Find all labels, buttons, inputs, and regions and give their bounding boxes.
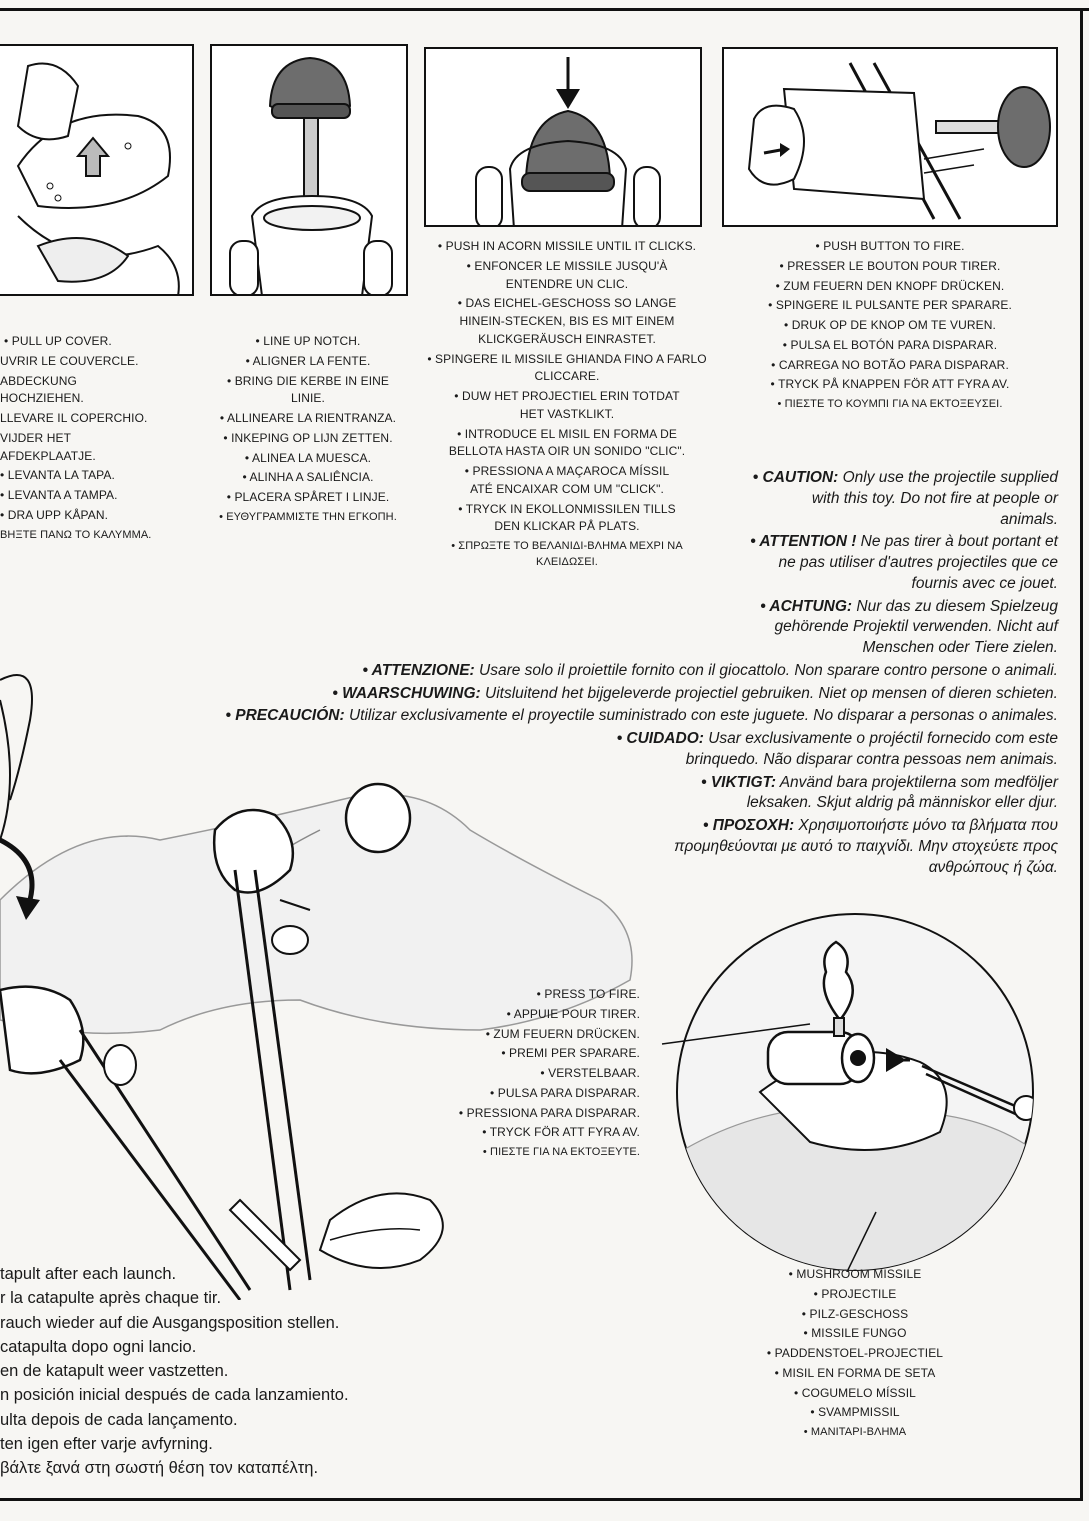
reset-line: n posición inicial después de cada lanza…: [0, 1383, 349, 1407]
press-line: • PRESSIONA PARA DISPARAR.: [440, 1105, 640, 1123]
warning-label: • CUIDADO:: [617, 730, 704, 747]
warning-en: • CAUTION: Only use the projectile suppl…: [750, 468, 1058, 530]
step4-line: • SPINGERE IL PULSANTE PER SPARARE.: [752, 297, 1028, 315]
step2-line: • ALLINEARE LA RIENTRANZA.: [208, 410, 408, 428]
step1-line: UVRIR LE COUVERCLE.: [0, 353, 162, 371]
step3-line: • DAS EICHEL-GESCHOSS SO LANGE HINEIN-ST…: [422, 295, 712, 348]
warning-el: • ΠΡΟΣΟΧΗ: Χρησιμοποιήστε μόνο τα βλήματ…: [600, 816, 1058, 878]
page-border-right: [1080, 8, 1083, 1501]
warning-label: • PRECAUCIÓN:: [226, 707, 345, 724]
page-border-top: [0, 8, 1089, 11]
mushroom-line: • COGUMELO MÍSSIL: [730, 1385, 980, 1403]
step1-line: • LEVANTA A TAMPA.: [0, 487, 162, 505]
warning-text: Uitsluitend het bijgeleverde projectiel …: [481, 685, 1058, 702]
mushroom-line: • ΜΑΝΙΤΑΡΙ-ΒΛΗΜΑ: [730, 1424, 980, 1440]
press-line: • VERSTELBAAR.: [440, 1065, 640, 1083]
step3-line: • PUSH IN ACORN MISSILE UNTIL IT CLICKS.: [422, 238, 712, 256]
step1-instructions: • PULL UP COVER. UVRIR LE COUVERCLE. ABD…: [0, 333, 162, 545]
mushroom-line: • SVAMPMISSIL: [730, 1404, 980, 1422]
reset-line: en de katapult weer vastzetten.: [0, 1359, 349, 1383]
reset-catapult-instructions: tapult after each launch. r la catapulte…: [0, 1262, 349, 1480]
step1-line: LLEVARE IL COPERCHIO.: [0, 410, 162, 428]
mushroom-missile-names: • MUSHROOM MISSILE • PROJECTILE • PILZ-G…: [730, 1266, 980, 1442]
press-line: • APPUIE POUR TIRER.: [440, 1006, 640, 1024]
step3-line: • INTRODUCE EL MISIL EN FORMA DE BELLOTA…: [422, 426, 712, 462]
mushroom-line: • PILZ-GESCHOSS: [730, 1306, 980, 1324]
mushroom-line: • PROJECTILE: [730, 1286, 980, 1304]
reset-line: ten igen efter varje avfyrning.: [0, 1432, 349, 1456]
warning-text: Använd bara projektilerna som medföljer …: [747, 774, 1058, 812]
step3-line: • SPINGERE IL MISSILE GHIANDA FINO A FAR…: [422, 351, 712, 387]
reset-line: ulta depois de cada lançamento.: [0, 1408, 349, 1432]
step4-illustration: [722, 47, 1058, 227]
press-line: • PRESS TO FIRE.: [440, 986, 640, 1004]
warning-pt: • CUIDADO: Usar exclusivamente o projéct…: [590, 729, 1058, 771]
warning-label: • WAARSCHUWING:: [332, 685, 480, 702]
press-line: • ZUM FEUERN DRÜCKEN.: [440, 1026, 640, 1044]
step2-line: • BRING DIE KERBE IN EINE LINIE.: [208, 373, 408, 409]
step1-illustration: [0, 44, 194, 296]
step4-line: • ZUM FEUERN DEN KNOPF DRÜCKEN.: [752, 278, 1028, 296]
step2-line: • LINE UP NOTCH.: [208, 333, 408, 351]
warning-text: Only use the projectile supplied with th…: [812, 469, 1058, 528]
warning-label: • ATTENTION !: [750, 533, 856, 550]
warning-fr: • ATTENTION ! Ne pas tirer à bout portan…: [750, 532, 1058, 594]
reset-line: βάλτε ξανά στη σωστή θέση τον καταπέλτη.: [0, 1456, 349, 1480]
mushroom-line: • MISIL EN FORMA DE SETA: [730, 1365, 980, 1383]
press-line: • TRYCK FÖR ATT FYRA AV.: [440, 1124, 640, 1142]
reset-line: tapult after each launch.: [0, 1262, 349, 1286]
reset-line: r la catapulte après chaque tir.: [0, 1286, 349, 1310]
press-line: • PULSA PARA DISPARAR.: [440, 1085, 640, 1103]
step4-line: • DRUK OP DE KNOP OM TE VUREN.: [752, 317, 1028, 335]
warning-it: • ATTENZIONE: Usare solo il proiettile f…: [150, 661, 1058, 682]
step1-line: • PULL UP COVER.: [0, 333, 162, 351]
reset-line: catapulta dopo ogni lancio.: [0, 1335, 349, 1359]
step3-line: • ENFONCER LE MISSILE JUSQU'À ENTENDRE U…: [422, 258, 712, 294]
step1-line: VIJDER HET AFDEKPLAATJE.: [0, 430, 162, 466]
warning-label: • ATTENZIONE:: [363, 662, 475, 679]
step2-illustration: [210, 44, 408, 296]
warning-sv: • VIKTIGT: Använd bara projektilerna som…: [690, 773, 1058, 815]
step1-line: ABDECKUNG HOCHZIEHEN.: [0, 373, 162, 409]
page-border-bottom: [0, 1498, 1083, 1501]
warning-nl: • WAARSCHUWING: Uitsluitend het bijgelev…: [150, 684, 1058, 705]
warning-label: • CAUTION:: [753, 469, 839, 486]
step4-line: • ΠΙΕΣΤΕ ΤΟ ΚΟΥΜΠΙ ΓΙΑ ΝΑ ΕΚΤΟΞΕΥΣΕΙ.: [752, 396, 1028, 412]
warning-label: • VIKTIGT:: [701, 774, 776, 791]
safety-warnings: • CAUTION: Only use the projectile suppl…: [150, 468, 1058, 881]
step3-illustration: [424, 47, 702, 227]
step3-line: • DUW HET PROJECTIEL ERIN TOTDAT HET VAS…: [422, 388, 712, 424]
warning-es: • PRECAUCIÓN: Utilizar exclusivamente el…: [150, 706, 1058, 727]
step4-line: • CARREGA NO BOTÃO PARA DISPARAR.: [752, 357, 1028, 375]
step1-line: • LEVANTA LA TAPA.: [0, 467, 162, 485]
press-line: • PREMI PER SPARARE.: [440, 1045, 640, 1063]
step1-line: • DRA UPP KÅPAN.: [0, 507, 162, 525]
warning-label: • ACHTUNG:: [760, 598, 852, 615]
warning-de: • ACHTUNG: Nur das zu diesem Spielzeug g…: [750, 597, 1058, 659]
mushroom-line: • MISSILE FUNGO: [730, 1325, 980, 1343]
warning-text: Utilizar exclusivamente el proyectile su…: [345, 707, 1058, 724]
mushroom-line: • MUSHROOM MISSILE: [730, 1266, 980, 1284]
step4-instructions: • PUSH BUTTON TO FIRE. • PRESSER LE BOUT…: [752, 238, 1028, 414]
warning-text: Usare solo il proiettile fornito con il …: [475, 662, 1058, 679]
step4-line: • PULSA EL BOTÓN PARA DISPARAR.: [752, 337, 1028, 355]
press-to-fire-instructions: • PRESS TO FIRE. • APPUIE POUR TIRER. • …: [440, 986, 640, 1162]
warning-text: Usar exclusivamente o projéctil fornecid…: [686, 730, 1058, 768]
step2-line: • ALIGNER LA FENTE.: [208, 353, 408, 371]
step2-line: • ALINEA LA MUESCA.: [208, 450, 408, 468]
mushroom-missile-illustration: [640, 912, 1070, 1272]
press-line: • ΠΙΕΣΤΕ ΓΙΑ ΝΑ ΕΚΤΟΞΕΥΤΕ.: [440, 1144, 640, 1160]
mushroom-line: • PADDENSTOEL-PROJECTIEL: [730, 1345, 980, 1363]
step1-line: ΒΗΞΤΕ ΠΑΝΩ ΤΟ ΚΑΛΥΜΜΑ.: [0, 527, 162, 543]
step4-line: • PUSH BUTTON TO FIRE.: [752, 238, 1028, 256]
step4-line: • PRESSER LE BOUTON POUR TIRER.: [752, 258, 1028, 276]
reset-line: rauch wieder auf die Ausgangsposition st…: [0, 1311, 349, 1335]
step4-line: • TRYCK PÅ KNAPPEN FÖR ATT FYRA AV.: [752, 376, 1028, 394]
warning-label: • ΠΡΟΣΟΧΗ:: [703, 817, 794, 834]
step2-line: • INKEPING OP LIJN ZETTEN.: [208, 430, 408, 448]
